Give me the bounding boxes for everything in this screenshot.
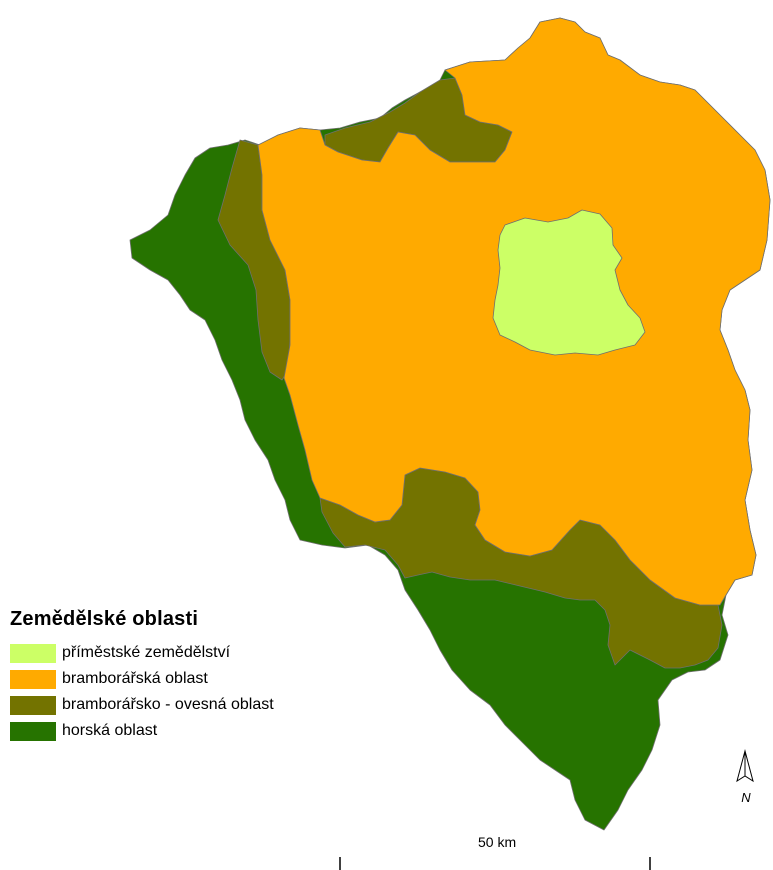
legend: Zemědělské oblasti příměstské zemědělstv… [10, 608, 274, 745]
north-arrow-icon: N [736, 749, 754, 805]
legend-label: příměstské zemědělství [62, 644, 231, 661]
legend-label: horská oblast [62, 722, 158, 739]
legend-item: příměstské zemědělství [10, 641, 274, 665]
legend-item: bramborářská oblast [10, 667, 274, 691]
legend-swatch [10, 695, 56, 715]
north-arrow-label: N [741, 790, 751, 805]
legend-item: bramborářsko - ovesná oblast [10, 693, 274, 717]
legend-label: bramborářsko - ovesná oblast [62, 696, 274, 713]
legend-swatch [10, 721, 56, 741]
legend-label: bramborářská oblast [62, 670, 208, 687]
region-primestske-zemedelstvi [492, 209, 646, 356]
legend-item: horská oblast [10, 719, 274, 743]
legend-swatch [10, 643, 56, 663]
legend-title: Zemědělské oblasti [10, 608, 199, 630]
legend-swatch [10, 669, 56, 689]
scale-bar [339, 857, 651, 870]
scale-bar-label: 50 km [478, 834, 517, 850]
